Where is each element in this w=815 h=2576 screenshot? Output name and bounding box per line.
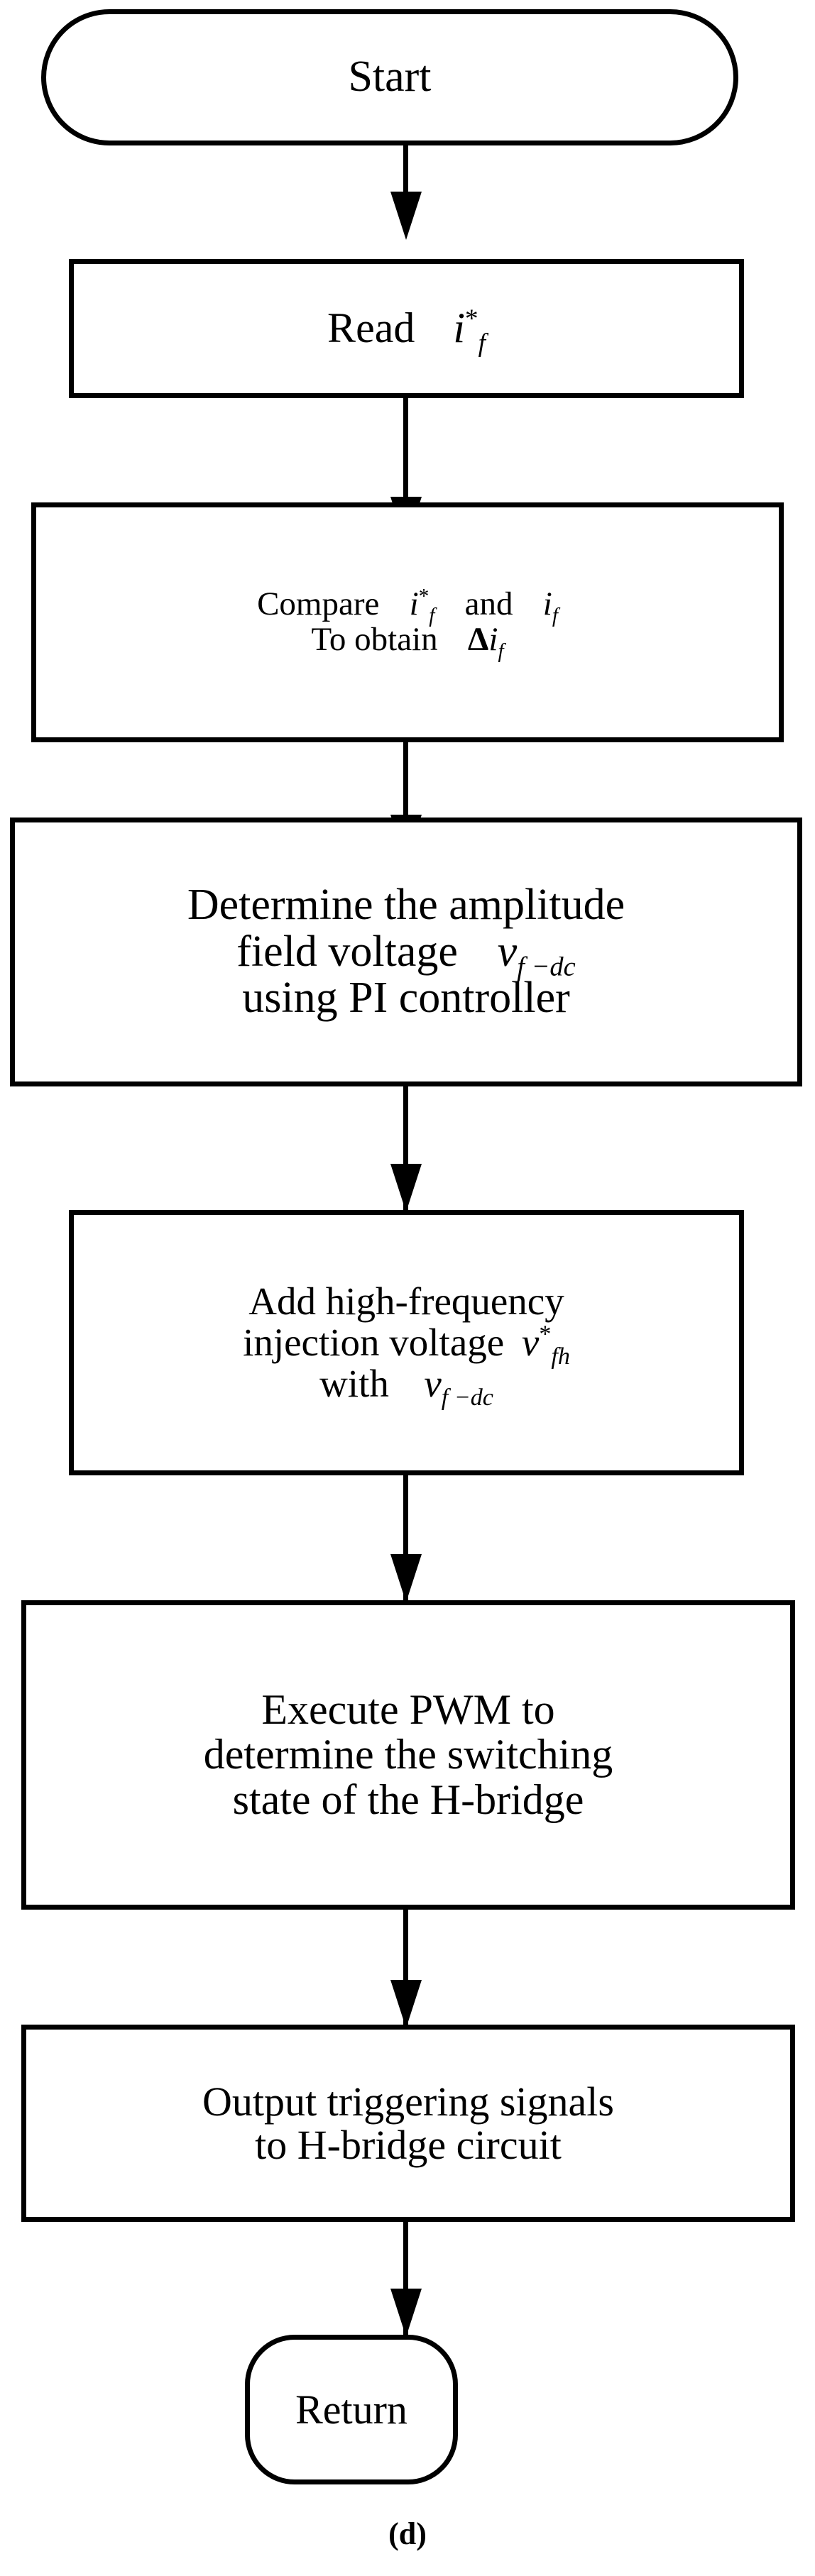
subscript-fh: fh [551,1343,570,1370]
subscript-f-dc: f −dc [441,1385,493,1411]
superscript-star: * [418,585,430,608]
symbol-i: i [453,304,465,352]
symbol-i: i [409,585,419,623]
compare-prefix-text: Compare [257,585,380,623]
output-line-2: to H-bridge circuit [255,2122,562,2168]
superscript-star: * [465,304,478,334]
edge-read-to-compare [403,393,408,514]
determine-amplitude-box[interactable]: Determine the amplitude field voltage vf … [10,818,802,1086]
execute-line-2: determine the switching [203,1731,613,1778]
symbol-i: i [542,585,552,623]
figure-caption: (d) [388,2516,427,2551]
start-terminator[interactable]: Start [41,9,738,145]
output-line-1: Output triggering signals [202,2078,614,2125]
read-prefix-text: Read [327,304,415,352]
add-line-2: injection voltage v*fh [243,1320,570,1368]
subscript-f: f [552,604,558,627]
symbol-i-f: if [542,585,558,626]
subscript-f: f [498,639,504,663]
subscript-f-dc: f −dc [517,952,576,982]
symbol-v: v [521,1320,540,1364]
symbol-i: i [488,621,498,658]
symbol-v: v [424,1362,442,1406]
arrowhead-add-to-execute [390,1554,422,1602]
symbol-v-star-fh: v*fh [521,1320,570,1368]
add-line-1: Add high-frequency [248,1279,564,1323]
symbol-i-star-f: i*f [409,585,435,626]
with-prefix-text: with [319,1362,389,1406]
add-prefix-text: injection voltage [243,1320,505,1364]
superscript-star: * [539,1321,552,1348]
subscript-f: f [478,329,486,358]
arrowhead-start-to-read [390,192,422,240]
to-obtain-prefix-text: To obtain [311,621,438,658]
subscript-f: f [429,604,435,627]
determine-line-2: field voltage vf −dc [236,927,576,980]
output-triggering-signals-box[interactable]: Output triggering signals to H-bridge ci… [21,2025,795,2222]
execute-line-3: state of the H-bridge [232,1776,584,1823]
determine-line-1: Determine the amplitude [187,880,625,929]
arrowhead-output-to-return [390,2289,422,2337]
execute-pwm-box[interactable]: Execute PWM to determine the switching s… [21,1600,795,1910]
return-label: Return [295,2386,408,2433]
return-terminator[interactable]: Return [245,2335,458,2484]
symbol-delta: Δ [467,621,489,658]
start-label: Start [348,53,432,101]
edge-compare-to-determine [403,737,408,869]
symbol-v-f-dc: vf −dc [424,1362,493,1409]
determine-prefix-text: field voltage [236,927,458,976]
execute-line-1: Execute PWM to [261,1685,555,1733]
symbol-i-star-f: i*f [453,304,486,356]
arrowhead-execute-to-output [390,1980,422,2028]
symbol-v-f-dc: vf −dc [497,927,576,980]
symbol-delta-i-f: Δif [467,621,504,661]
symbol-v: v [497,927,518,976]
determine-line-3: using PI controller [242,974,570,1023]
edge-start-to-read [403,141,408,203]
compare-line-2: To obtain Δif [311,621,504,661]
compare-conjunction-text: and [464,585,513,623]
arrowhead-determine-to-add [390,1164,422,1212]
